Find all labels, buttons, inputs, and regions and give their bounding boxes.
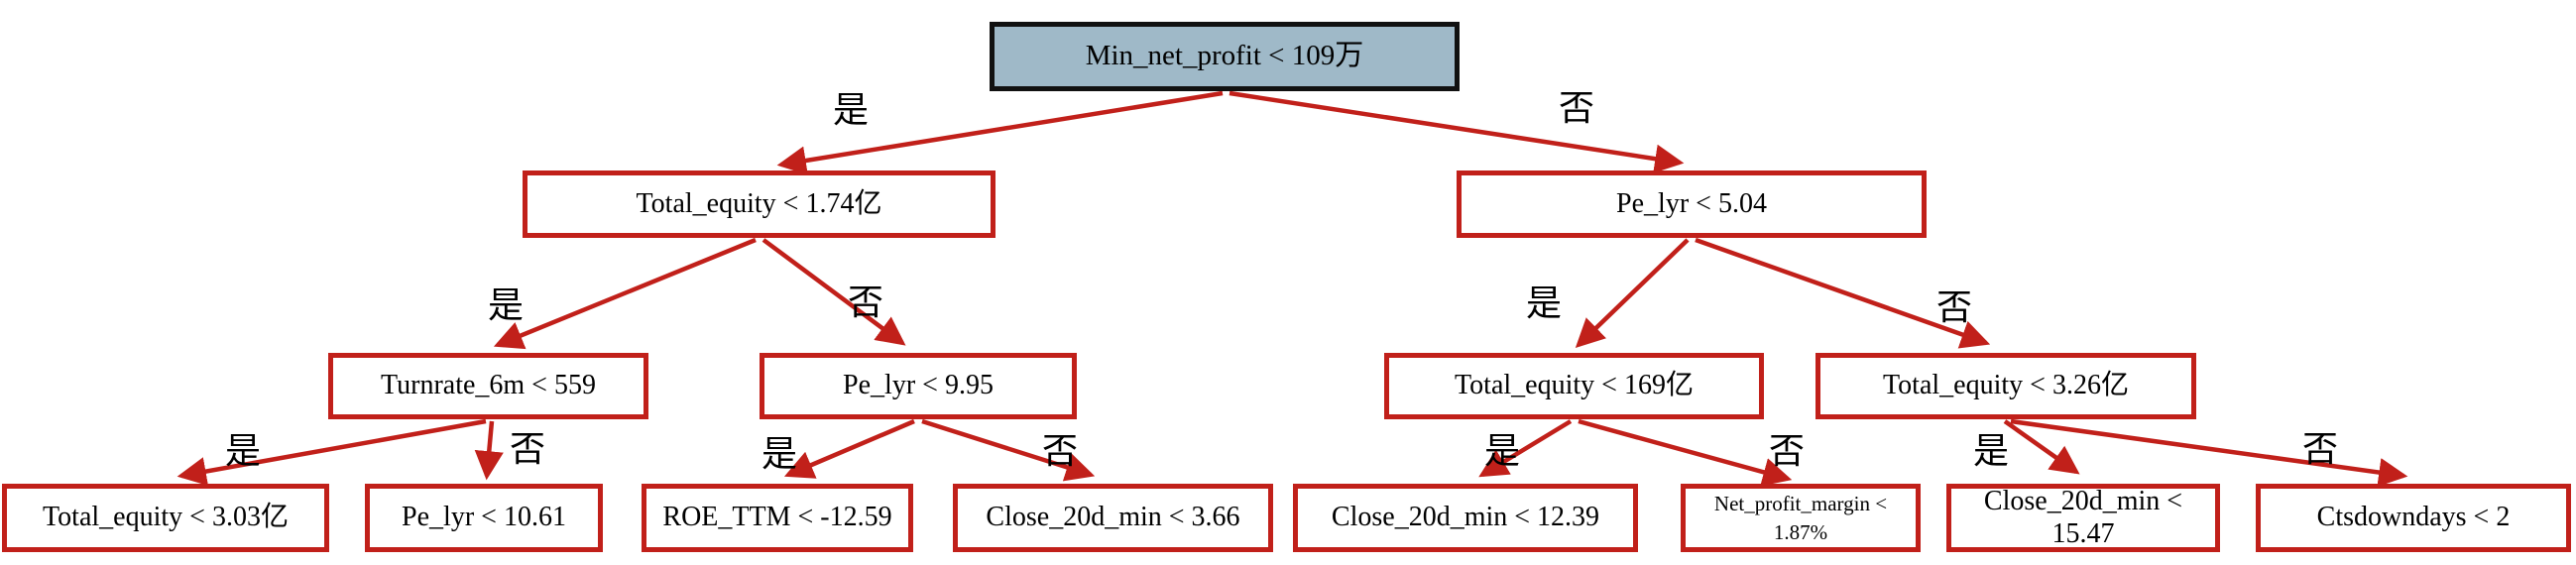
edge-label-yes: 是 <box>1525 283 1563 323</box>
edge-label-yes: 是 <box>1972 431 2010 471</box>
node-turnrate-6m-559: Turnrate_6m < 559 <box>328 353 648 419</box>
edge-label-yes: 是 <box>487 285 525 325</box>
edge-l2r-yes <box>1575 238 1690 349</box>
node-total-equity-1-74: Total_equity < 1.74亿 <box>523 170 995 238</box>
node-close-20d-min-3-66: Close_20d_min < 3.66 <box>953 484 1273 552</box>
edge-l3d-yes <box>2003 419 2080 475</box>
node-pe-lyr-10-61: Pe_lyr < 10.61 <box>365 484 603 552</box>
edge-label-no: 否 <box>1768 431 1806 471</box>
edge-l3b-yes <box>783 418 915 479</box>
edge-label-no: 否 <box>1041 431 1079 471</box>
edge-l3a-yes <box>176 418 487 487</box>
node-min-net-profit: Min_net_profit < 109万 <box>990 22 1460 91</box>
edge-l3b-no <box>921 418 1096 482</box>
edge-l3d-no <box>2010 418 2408 488</box>
node-close-20d-min-15-47: Close_20d_min < 15.47 <box>1946 484 2220 552</box>
edge-l2r-no <box>1695 237 1991 349</box>
edge-root-yes <box>776 90 1224 175</box>
edge-l2l-yes <box>493 237 757 350</box>
edge-l3c-no <box>1578 418 1793 487</box>
edge-label-yes: 是 <box>761 434 798 474</box>
node-close-20d-min-12-39: Close_20d_min < 12.39 <box>1293 484 1638 552</box>
edge-l3a-no <box>474 420 504 481</box>
edge-label-yes: 是 <box>832 90 870 130</box>
edge-label-no: 否 <box>1558 88 1595 128</box>
node-ctsdowndays: Ctsdowndays < 2 <box>2256 484 2571 552</box>
node-pe-lyr-9-95: Pe_lyr < 9.95 <box>760 353 1077 419</box>
edge-label-yes: 是 <box>224 431 262 471</box>
node-total-equity-169: Total_equity < 169亿 <box>1384 353 1764 419</box>
edge-l2l-no <box>761 238 906 346</box>
node-total-equity-3-26: Total_equity < 3.26亿 <box>1815 353 2196 419</box>
edge-label-yes: 是 <box>1483 431 1521 471</box>
edge-label-no: 否 <box>847 282 884 322</box>
edge-root-no <box>1229 90 1685 173</box>
node-roe-ttm: ROE_TTM < -12.59 <box>642 484 913 552</box>
edge-label-no: 否 <box>2301 429 2339 469</box>
edge-l3c-yes <box>1478 419 1573 478</box>
node-total-equity-3-03: Total_equity < 3.03亿 <box>2 484 329 552</box>
node-net-profit-margin: Net_profit_margin < 1.87% <box>1681 484 1921 552</box>
edge-label-no: 否 <box>509 429 546 469</box>
node-pe-lyr-5-04: Pe_lyr < 5.04 <box>1457 170 1927 238</box>
edge-label-no: 否 <box>1935 287 1973 327</box>
